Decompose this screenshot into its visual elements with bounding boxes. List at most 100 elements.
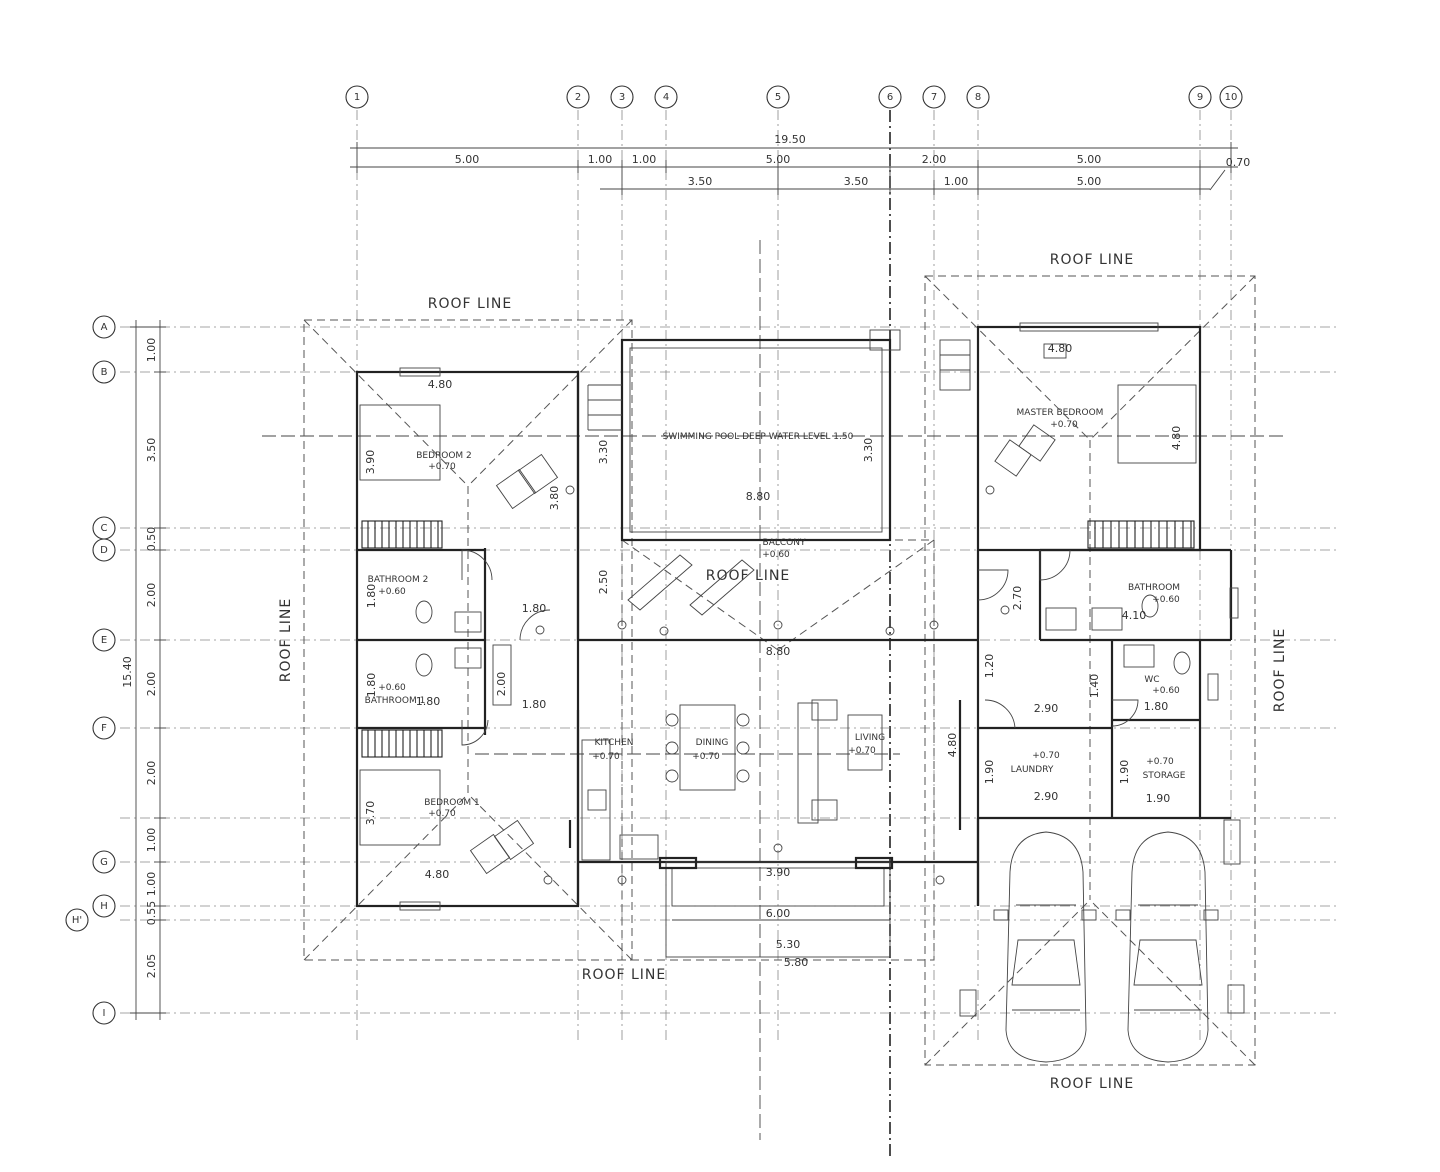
dim-master-width: 4.80 bbox=[1048, 342, 1073, 355]
bathroom1-level: +0.60 bbox=[378, 683, 406, 693]
laundry-level: +0.70 bbox=[1032, 751, 1060, 761]
grid-col-4: 4 bbox=[663, 92, 669, 103]
grid-row-e: E bbox=[101, 635, 107, 646]
grid-column-bubbles: 1 2 3 4 5 6 7 8 9 10 bbox=[345, 85, 1243, 109]
bathroom-level: +0.60 bbox=[1152, 595, 1180, 605]
grid-row-c: C bbox=[101, 523, 108, 534]
roof-line-label-top-left: ROOF LINE bbox=[428, 296, 513, 312]
grid-row-h: H bbox=[100, 901, 108, 912]
dim-entry-w2: 5.30 bbox=[776, 938, 801, 951]
balcony-label: BALCONY bbox=[763, 538, 806, 548]
dim-living-w: 4.80 bbox=[946, 733, 959, 758]
car-left bbox=[993, 831, 1097, 1063]
dim-master-bath-h: 2.70 bbox=[1011, 586, 1024, 611]
dim-top-7: 0.70 bbox=[1226, 156, 1251, 169]
dim-balcony-depth: 2.50 bbox=[597, 570, 610, 595]
dim-storage-w: 1.90 bbox=[1146, 792, 1171, 805]
dim-storage-h: 1.90 bbox=[1118, 760, 1131, 785]
left-dimension-chains: 15.40 1.00 3.50 0.50 2.00 2.00 2.00 1.00… bbox=[121, 320, 166, 1020]
grid-row-i: I bbox=[103, 1008, 106, 1019]
dim-hall-h: 1.20 bbox=[983, 654, 996, 679]
bathroom2-label: BATHROOM 2 bbox=[368, 575, 429, 585]
kitchen-level: +0.70 bbox=[592, 752, 620, 762]
dim-laundry-w: 2.90 bbox=[1034, 702, 1059, 715]
grid-lines bbox=[120, 110, 1340, 1160]
bathroom1-label: BATHROOM 1 bbox=[365, 696, 426, 706]
bedroom2-label: BEDROOM 2 bbox=[416, 451, 472, 461]
dim-wc-h: 1.40 bbox=[1088, 674, 1101, 699]
dim-bath1-h: 1.80 bbox=[416, 695, 441, 708]
dining-level: +0.70 bbox=[692, 752, 720, 762]
dim-left-10: 2.05 bbox=[145, 954, 158, 979]
dim-bed2-depth: 3.90 bbox=[364, 450, 377, 475]
dim-bed2-width: 4.80 bbox=[428, 378, 453, 391]
dim-laundry-h: 1.90 bbox=[983, 760, 996, 785]
grid-col-7: 7 bbox=[931, 92, 937, 103]
dim-corr-w-lower: 1.80 bbox=[522, 698, 547, 711]
dim-top-6: 5.00 bbox=[1077, 153, 1102, 166]
left-wing-walls bbox=[355, 367, 580, 911]
kitchen-label: KITCHEN bbox=[595, 738, 634, 748]
dim-left-7: 1.00 bbox=[145, 828, 158, 853]
dim-overall-width: 19.50 bbox=[774, 133, 806, 146]
balcony: BALCONY +0.60 8.80 2.50 bbox=[578, 538, 978, 658]
dim-left-9: 0.55 bbox=[145, 901, 158, 926]
dim-bed1-width: 4.80 bbox=[425, 868, 450, 881]
grid-row-d: D bbox=[100, 545, 108, 556]
bedroom1-label: BEDROOM 1 bbox=[424, 798, 480, 808]
grid-col-2: 2 bbox=[575, 92, 581, 103]
bedroom1-level: +0.70 bbox=[428, 809, 456, 819]
dim-top-2: 1.00 bbox=[588, 153, 613, 166]
dim-top-3: 1.00 bbox=[632, 153, 657, 166]
wc-label: WC bbox=[1144, 675, 1159, 685]
dim-corr-h: 2.00 bbox=[495, 672, 508, 697]
dim-bath2-w: 1.80 bbox=[365, 584, 378, 609]
dim-left-1: 1.00 bbox=[145, 338, 158, 363]
dim-left-8: 1.00 bbox=[145, 872, 158, 897]
right-wing-walls bbox=[976, 322, 1239, 820]
dim-left-3: 0.50 bbox=[145, 527, 158, 552]
dim-bed1-depth: 3.70 bbox=[364, 801, 377, 826]
grid-col-9: 9 bbox=[1197, 92, 1203, 103]
roof-line-label-bottom-left: ROOF LINE bbox=[582, 967, 667, 983]
storage-level: +0.70 bbox=[1146, 757, 1174, 767]
roof-line-label-top-right: ROOF LINE bbox=[1050, 252, 1135, 268]
dim-left-4: 2.00 bbox=[145, 583, 158, 608]
grid-col-6: 6 bbox=[887, 92, 893, 103]
dim-entry-s1: 3.90 bbox=[766, 866, 791, 879]
dim-left-2: 3.50 bbox=[145, 438, 158, 463]
dim-wc-w: 1.80 bbox=[1144, 700, 1169, 713]
wc-level: +0.60 bbox=[1152, 686, 1180, 696]
laundry-label: LAUNDRY bbox=[1011, 765, 1054, 775]
dim-corr-w-upper: 1.80 bbox=[522, 602, 547, 615]
grid-row-h-prime: H' bbox=[72, 915, 82, 926]
dim-master-depth: 4.80 bbox=[1170, 426, 1183, 451]
grid-col-8: 8 bbox=[975, 92, 981, 103]
roof-line-label-middle: ROOF LINE bbox=[706, 568, 791, 584]
living-level: +0.70 bbox=[848, 746, 876, 756]
bedroom2-level: +0.70 bbox=[428, 462, 456, 472]
bathroom-label: BATHROOM bbox=[1128, 583, 1180, 593]
pool-label: SWIMMING POOL DEEP WATER LEVEL 1.50 bbox=[663, 432, 854, 442]
dim-bath1-w: 1.80 bbox=[365, 673, 378, 698]
dim-top-5: 2.00 bbox=[922, 153, 947, 166]
balcony-level: +0.60 bbox=[762, 550, 790, 560]
dim-left-5: 2.00 bbox=[145, 672, 158, 697]
swimming-pool: SWIMMING POOL DEEP WATER LEVEL 1.50 8.80… bbox=[587, 329, 971, 542]
dim-top-1: 5.00 bbox=[455, 153, 480, 166]
bathroom2-level: +0.60 bbox=[378, 587, 406, 597]
grid-col-1: 1 bbox=[354, 92, 360, 103]
dim-left-6: 2.00 bbox=[145, 761, 158, 786]
grid-row-bubbles: A B C D E F G H H' I bbox=[65, 315, 116, 1025]
grid-col-5: 5 bbox=[775, 92, 781, 103]
dim-pool-depth: 3.30 bbox=[862, 438, 875, 463]
roof-line-label-right: ROOF LINE bbox=[1272, 628, 1288, 713]
roof-line-label-left: ROOF LINE bbox=[278, 598, 294, 683]
carport bbox=[959, 818, 1245, 1063]
dim-entry-w3: 5.80 bbox=[784, 956, 809, 969]
grid-row-g: G bbox=[100, 857, 108, 868]
dim-top2-3: 1.00 bbox=[944, 175, 969, 188]
living-label: LIVING bbox=[855, 733, 885, 743]
dim-pool-left-depth: 3.30 bbox=[597, 440, 610, 465]
